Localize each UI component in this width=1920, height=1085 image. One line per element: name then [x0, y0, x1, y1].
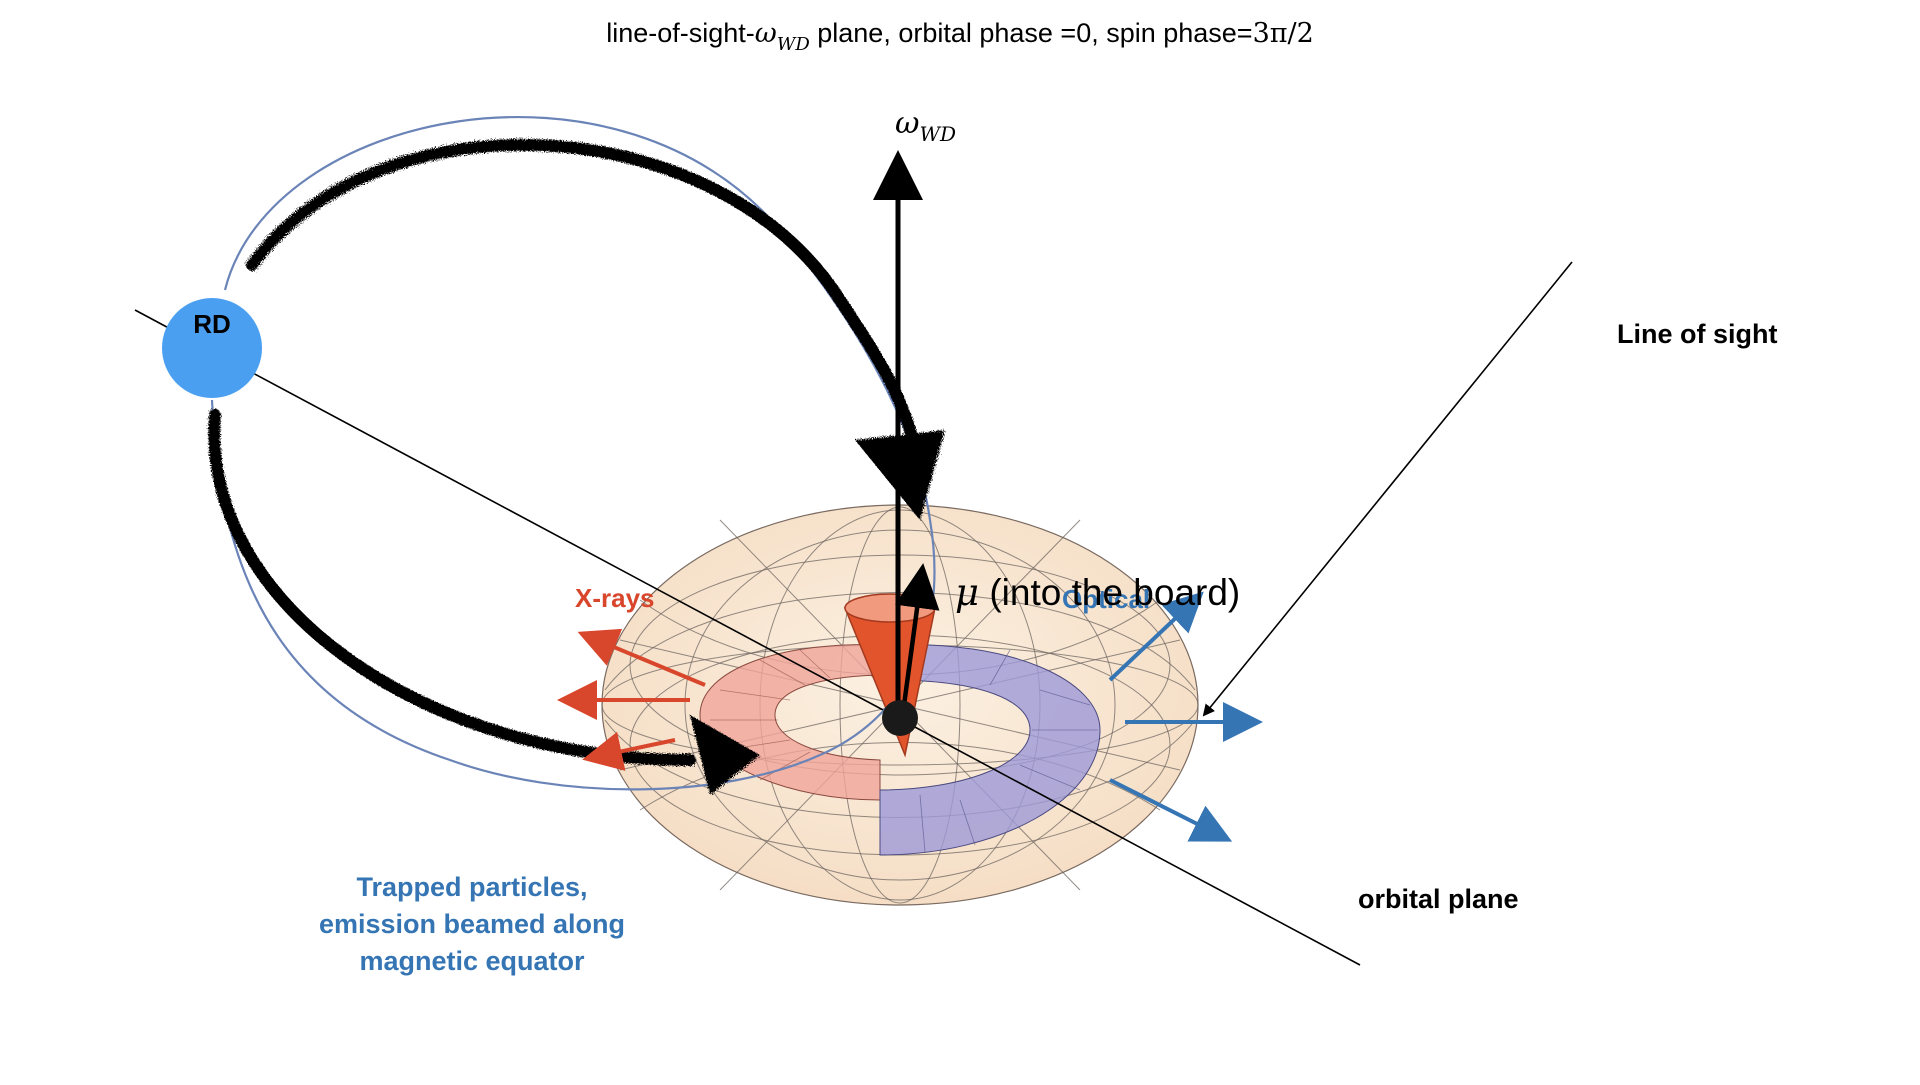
magnetic-moment-label: μ (into the board) — [955, 571, 1240, 614]
white-dwarf — [882, 700, 918, 736]
accretion-stream-upper — [246, 138, 945, 520]
optical-arrows — [1108, 591, 1263, 842]
magnetic-moment-arrow — [894, 563, 940, 721]
line-of-sight-label: Line of sight — [1617, 319, 1777, 349]
orbital-plane-label: orbital plane — [1358, 884, 1519, 914]
stream-arrowhead-lower — [690, 715, 760, 795]
trapped-caption-line-1: Trapped particles, — [356, 872, 587, 902]
trapped-particles-caption: Trapped particles, emission beamed along… — [319, 872, 625, 976]
orbital-plane-line — [134, 309, 1361, 966]
trapped-caption-line-3: magnetic equator — [359, 946, 585, 976]
xrays-label: X-rays — [575, 583, 655, 613]
red-dwarf — [162, 298, 262, 398]
trapped-caption-line-2: emission beamed along — [319, 909, 625, 939]
spin-axis-label: ωWD — [895, 106, 956, 146]
xray-arrows — [557, 628, 706, 771]
optical-label: Optical — [1062, 584, 1150, 614]
page-title: line-of-sight-ωWD plane, orbital phase =… — [606, 18, 1314, 55]
red-dwarf-label: RD — [193, 309, 231, 339]
line-of-sight-arrow — [1202, 261, 1573, 717]
accretion-stream-lower — [208, 409, 760, 795]
optical-emission-band — [879, 644, 1101, 856]
